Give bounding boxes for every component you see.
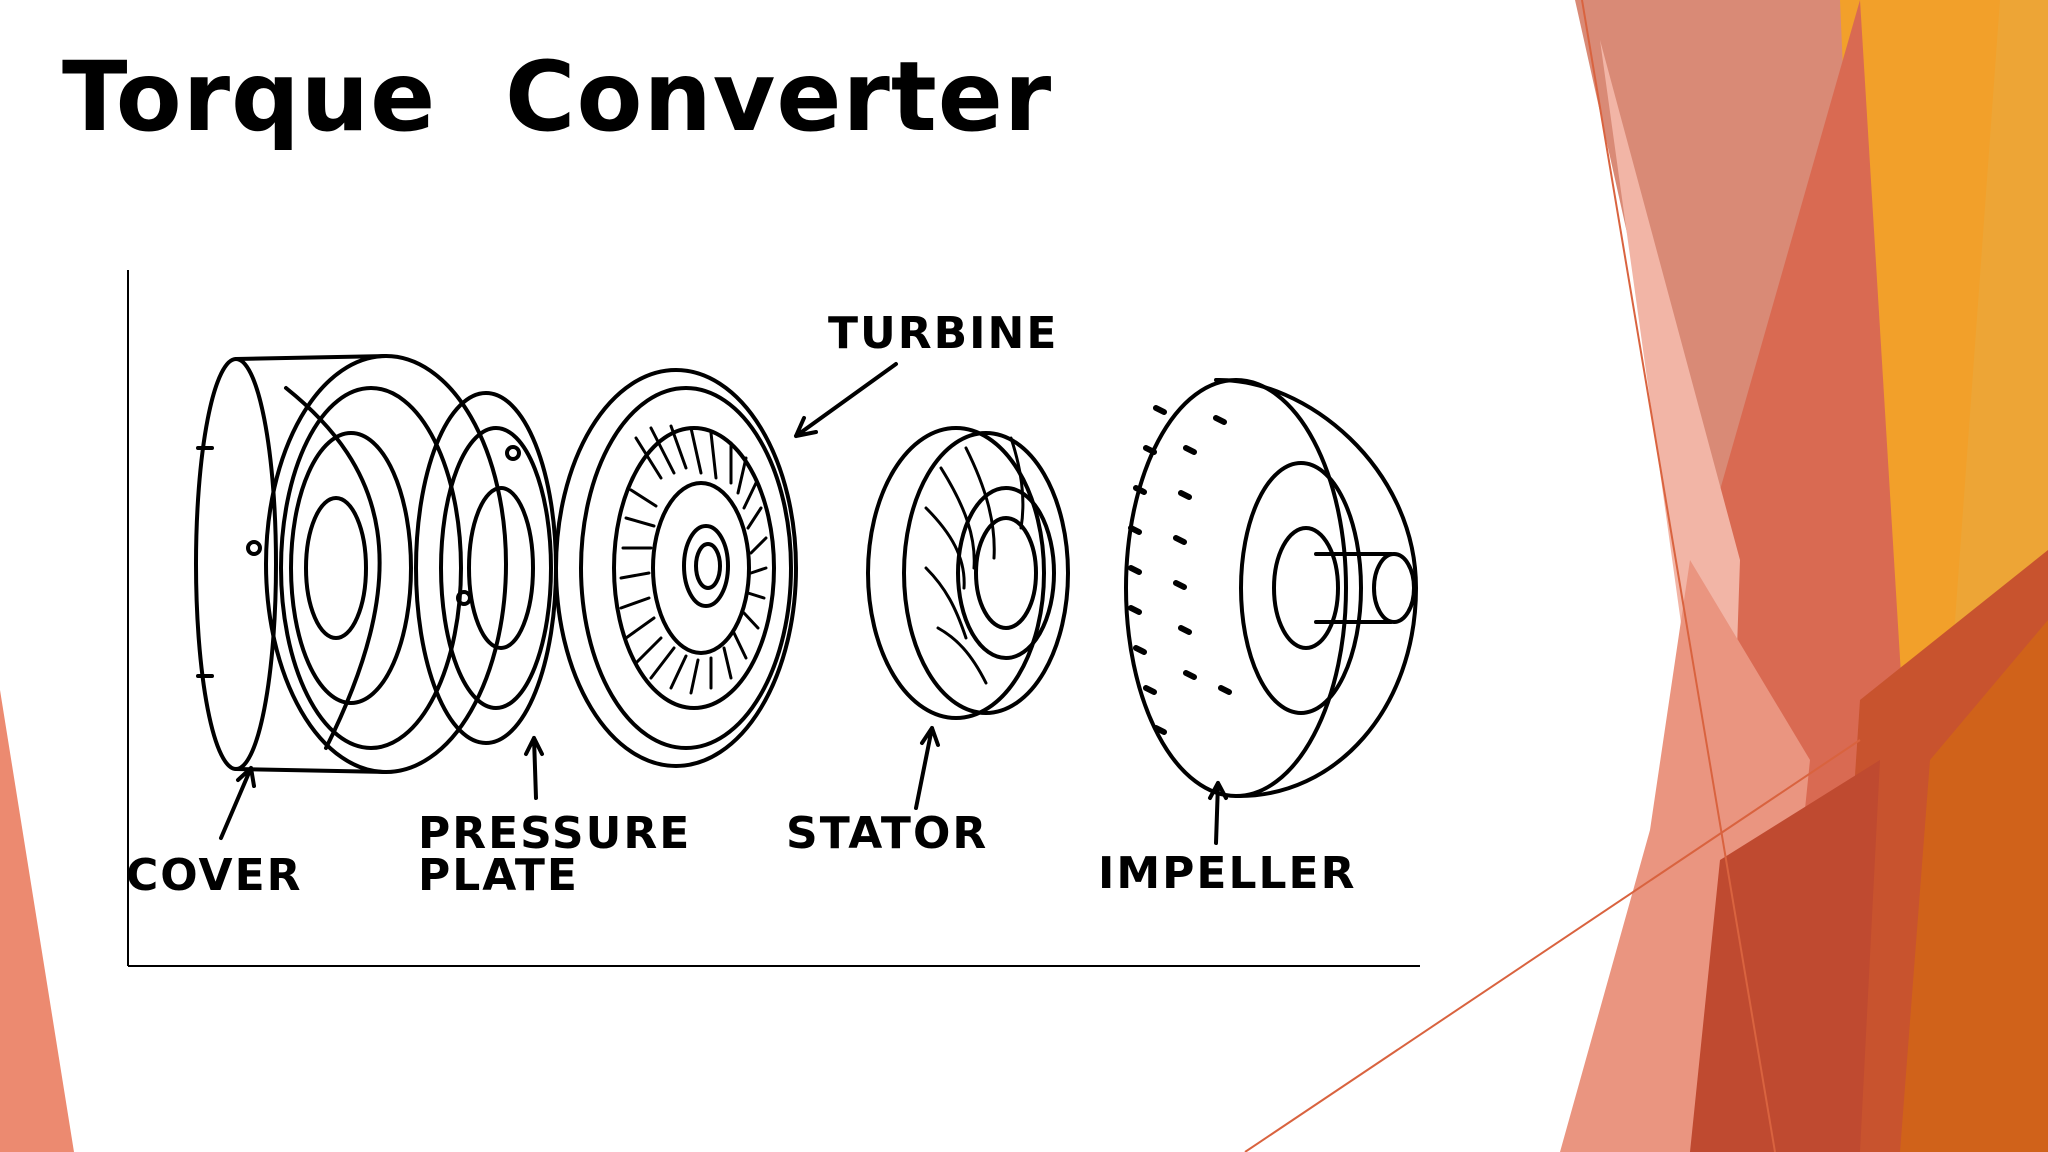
impeller-label: IMPELLER bbox=[1098, 848, 1356, 899]
turbine-arrow bbox=[794, 362, 898, 438]
pressure-plate-arrow bbox=[524, 736, 544, 800]
pressure-plate-label-line1: PRESSURE bbox=[418, 808, 691, 859]
slide-title: Torque Converter bbox=[62, 41, 1053, 153]
impeller-part bbox=[1124, 377, 1418, 799]
cover-label: COVER bbox=[126, 850, 303, 901]
facet-brown-red bbox=[1690, 760, 1880, 1152]
stator-arrow bbox=[914, 726, 940, 810]
stator-label: STATOR bbox=[786, 808, 988, 859]
impeller-arrow bbox=[1208, 781, 1228, 845]
left-edge-wedge bbox=[0, 690, 74, 1152]
thin-line-1 bbox=[1581, 0, 1776, 1152]
turbine-part bbox=[554, 368, 798, 768]
cover-part bbox=[194, 354, 508, 774]
thin-line-2 bbox=[1244, 739, 1861, 1152]
stator-part bbox=[866, 426, 1070, 720]
facet-dark-orange bbox=[1900, 620, 2048, 1152]
turbine-label: TURBINE bbox=[828, 308, 1058, 359]
label-arrows bbox=[219, 362, 1228, 845]
facet-deep-orange bbox=[1950, 0, 2048, 690]
pressure-plate-label-line2: PLATE bbox=[418, 850, 579, 901]
torque-converter-diagram: TURBINE COVER PRESSURE PLATE STATOR IMPE… bbox=[126, 270, 1420, 967]
cover-arrow bbox=[219, 766, 256, 840]
